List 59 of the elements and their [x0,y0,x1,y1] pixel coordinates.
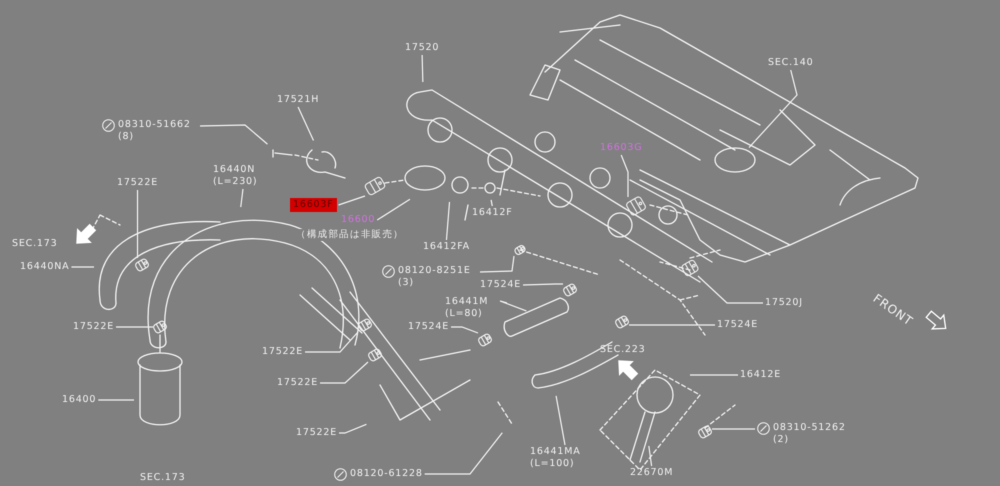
section-reference: SEC.173 [12,238,58,250]
part-number: 08120-61228 [350,468,423,480]
leader-line [136,190,138,258]
leader-line [320,362,368,384]
part-number: 17522E [277,377,318,389]
part-number: 17522E [73,321,114,333]
leader-line [376,198,410,220]
leader-line [424,432,503,475]
leader-line [499,300,527,312]
leader-line [480,256,515,273]
leader-line [200,124,268,145]
part-number: 17520J [765,297,803,309]
part-number: 17524E [408,321,450,333]
leader-line [629,324,715,326]
leader-line [338,195,366,206]
leader-line [451,326,478,334]
part-number: 16412E [740,369,782,381]
part-number: 17522E [262,346,304,358]
part-number: 16412FA [423,241,470,253]
part-number: 17524E [480,279,522,291]
part-number: 16441MA (L=100) [530,446,582,470]
leader-line [523,283,563,286]
leader-line [490,200,493,206]
part-number: 16600 [341,214,376,226]
leader-line [98,399,134,401]
leader-line [690,374,738,376]
part-number: 17520 [405,42,440,54]
part-number: 17522E [117,177,158,189]
part-number: 08310-51262 (2) [773,422,847,446]
part-number: 17521H [277,94,320,106]
leader-line [339,424,367,434]
leader-line [422,54,424,82]
leader-line [298,106,314,141]
part-number: 16400 [62,394,96,406]
leader-line [620,154,629,197]
part-number: 17524E [717,319,758,331]
leader-line [71,266,94,268]
part-number: 16441M (L=80) [445,296,490,320]
part-number: 16603G [600,142,642,154]
leader-line [748,70,798,148]
leader-line [305,332,358,353]
leader-line [648,446,652,466]
leader-line [698,276,763,304]
leader-line [712,428,755,430]
section-reference: SEC.223 [600,344,646,356]
leader-line [116,326,153,328]
part-number: 16412F [472,207,512,219]
highlighted-part-number: 16603F [290,198,336,212]
section-reference: SEC.173 [140,472,186,484]
leader-line [446,202,450,240]
leader-line [555,396,566,446]
part-number: 16440NA [20,261,70,273]
part-number: 17522E [296,427,338,439]
leader-line [240,188,244,208]
part-number: SEC.140 [768,57,814,69]
part-number: 16440N (L=230) [213,164,258,188]
part-number: 08120-8251E (3) [398,265,472,289]
part-number: 22670M [630,467,674,479]
part-number: 08310-51662 (8) [118,119,192,143]
